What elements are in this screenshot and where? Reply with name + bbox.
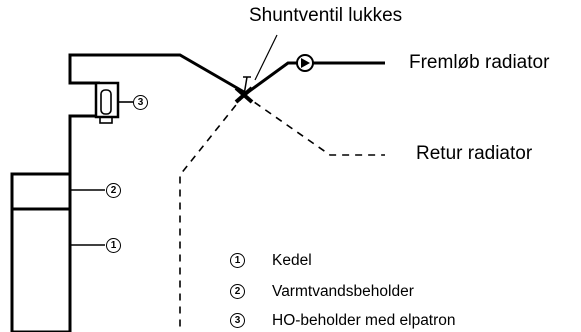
boiler-tank-outline — [10, 172, 72, 332]
heating-element-base — [99, 116, 113, 124]
marker-ho-tank: 3 — [133, 95, 148, 110]
legend-text-3: HO-beholder med elpatron — [272, 312, 456, 329]
supply-pipe-lower — [68, 114, 100, 174]
valve-label-leader — [254, 34, 278, 81]
legend-text-1: Kedel — [272, 252, 312, 269]
supply-pipe-upper — [68, 53, 245, 94]
legend-text-2: Varmtvandsbeholder — [272, 283, 414, 300]
pump-icon — [296, 54, 314, 72]
radiator-return-pipe — [243, 94, 385, 156]
heating-element-icon — [100, 89, 112, 115]
ho-tank — [94, 81, 120, 119]
legend-num-2: 2 — [230, 284, 245, 299]
return-radiator-label: Retur radiator — [416, 143, 533, 164]
supply-radiator-label: Fremløb radiator — [409, 52, 550, 73]
marker-boiler: 1 — [106, 238, 121, 253]
radiator-supply-pipe — [243, 61, 385, 97]
legend-num-3: 3 — [230, 313, 245, 328]
shunt-valve-label: Shuntventil lukkes — [249, 5, 403, 26]
marker-hot-water-tank: 2 — [106, 183, 121, 198]
legend-num-1: 1 — [230, 253, 245, 268]
